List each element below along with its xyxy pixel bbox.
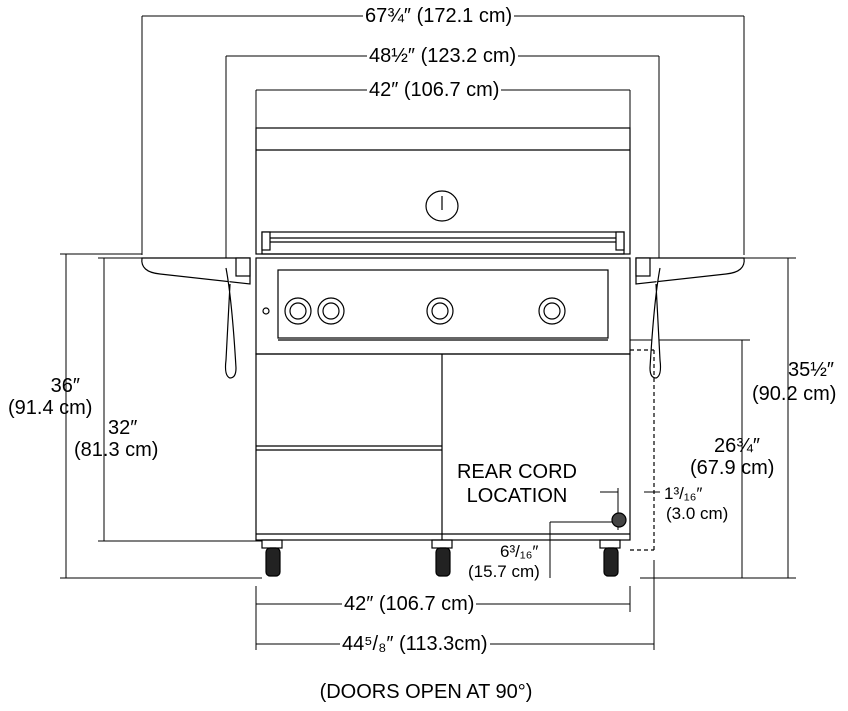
overall-height-label: 36″ (50, 375, 80, 397)
hood-width-label: 48½″ (123.2 cm) (367, 45, 519, 67)
cart (255, 349, 655, 551)
cart-width-label: 42″ (106.7 cm) (342, 593, 477, 615)
footnote: (DOORS OPEN AT 90°) (319, 681, 533, 703)
rear-cord-label-line1: REAR CORD (456, 461, 577, 483)
overall-height-cm-label: (91.4 cm) (8, 397, 93, 419)
casters (261, 539, 621, 577)
right-height-cm-label: (90.2 cm) (752, 383, 837, 405)
cord-height-cm-label: (67.9 cm) (690, 457, 775, 479)
dimension-lines (60, 15, 796, 650)
rear-cord-label-line2: LOCATION (466, 485, 568, 507)
side-shelves (141, 257, 745, 379)
overall-width-label: 67¾″ (172.1 cm) (363, 5, 515, 27)
doors-open-width-label: 44⁵/₈″ (113.3cm) (340, 633, 490, 655)
cord-offset-side-cm-label: (3.0 cm) (666, 504, 729, 523)
grill-hood (255, 127, 631, 255)
right-height-label: 35½″ (788, 359, 835, 381)
control-panel (255, 257, 631, 355)
lid-width-label: 42″ (106.7 cm) (367, 79, 502, 101)
counter-height-cm-label: (81.3 cm) (74, 439, 159, 461)
cord-offset-bottom-label: 6³/₁₆″ (500, 542, 539, 561)
cord-offset-bottom-cm-label: (15.7 cm) (468, 562, 540, 581)
cord-offset-side-label: 1³/₁₆″ (664, 484, 703, 503)
cord-height-label: 26¾″ (714, 435, 761, 457)
counter-height-label: 32″ (108, 417, 138, 439)
